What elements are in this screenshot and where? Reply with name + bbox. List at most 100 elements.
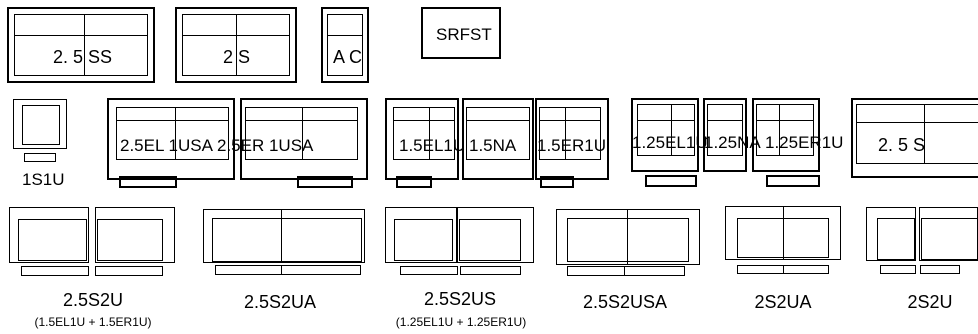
ottoman — [215, 265, 361, 275]
sofa-outer — [107, 98, 235, 180]
sofa-back-line — [466, 120, 530, 121]
caption-2s2ua: 2S2UA — [754, 292, 812, 312]
chair-outer — [13, 99, 67, 149]
label-1s1u: 1S1U — [22, 170, 65, 189]
label-1-25er1u: 1.25ER1U — [765, 133, 844, 152]
sofa-ac-label: A C — [333, 47, 363, 67]
sub-caption-2-5s2us: (1.25EL1U + 1.25ER1U) — [395, 315, 527, 329]
caption-2-5s2ua: 2.5S2UA — [243, 292, 317, 312]
ottoman-divider — [783, 265, 784, 274]
sofa-divider — [302, 107, 303, 160]
ottoman-left — [880, 265, 916, 274]
ottoman — [645, 175, 697, 187]
ottoman — [766, 175, 820, 187]
unit-right-seat — [459, 219, 521, 261]
sofa-divider — [627, 209, 628, 265]
label-1-5na: 1.5NA — [469, 136, 517, 155]
sofa-outer — [556, 209, 700, 265]
label-2-5el1usa: 2.5EL 1USA — [120, 136, 213, 155]
label-1-5el1u: 1.5EL1U — [399, 136, 466, 155]
unit-left — [866, 207, 916, 261]
ottoman — [119, 176, 177, 188]
unit-right — [457, 207, 534, 263]
sofa-divider — [924, 104, 925, 164]
sofa-seat — [637, 104, 695, 156]
sofa-back-line — [393, 120, 455, 121]
ottoman — [396, 176, 432, 188]
sofa-seat — [212, 218, 362, 262]
label-1-5er1u: 1.5ER1U — [537, 136, 606, 155]
sofa-divider — [84, 14, 85, 76]
sofa-seat — [539, 107, 601, 160]
sofa-back-line — [14, 35, 148, 36]
caption-2-5s2u: 2.5S2U — [62, 290, 124, 310]
caption-2-5s2us: 2.5S2US — [423, 289, 497, 309]
label-2-5er1usa: 2.5ER 1USA — [217, 136, 314, 155]
ottoman — [540, 176, 574, 188]
unit-left-seat — [394, 219, 453, 261]
unit-right-seat — [921, 218, 978, 260]
sofa-back-line — [245, 120, 358, 121]
sofa-2-5ss-label: 2. 5 SS — [53, 47, 113, 67]
sofa-seat — [756, 104, 814, 156]
unit-right-seat — [97, 219, 163, 261]
sofa-outer — [7, 7, 155, 83]
sofa-seat — [327, 14, 363, 76]
sofa-divider — [671, 104, 672, 156]
sofa-outer — [462, 98, 534, 180]
sofa-divider — [236, 14, 237, 76]
ottoman-left — [400, 266, 458, 275]
sofa-divider — [281, 209, 282, 263]
sofa-back-line — [539, 120, 601, 121]
sofa-back-line — [707, 120, 743, 121]
srfst-label: SRFST — [436, 25, 492, 44]
caption-2s2u: 2S2U — [907, 292, 953, 312]
sofa-back-line — [327, 35, 363, 36]
chair-seat — [22, 105, 60, 145]
sofa-divider — [779, 104, 780, 156]
sofa-outer — [851, 98, 978, 178]
sofa-back-line — [637, 120, 695, 121]
sofa-seat — [707, 104, 743, 156]
sofa-seat — [567, 218, 689, 262]
caption-2-5s2usa: 2.5S2USA — [582, 292, 668, 312]
sofa-seat — [393, 107, 455, 160]
sub-caption-2-5s2u: (1.5EL1U + 1.5ER1U) — [34, 315, 152, 329]
sofa-back-line — [756, 120, 814, 121]
ottoman-left — [21, 266, 89, 276]
sofa-seat — [245, 107, 358, 160]
chair-ottoman — [24, 153, 56, 162]
unit-left — [385, 207, 457, 263]
unit-right — [95, 207, 175, 263]
unit-left-seat — [877, 218, 915, 260]
sofa-back-line — [116, 120, 229, 121]
sofa-seat — [14, 14, 148, 76]
label-1-25el1u: 1.25EL1U — [632, 133, 708, 152]
ottoman-divider — [281, 265, 282, 275]
unit-left — [9, 207, 89, 263]
sofa-outer — [203, 209, 365, 263]
sofa-back-line — [856, 122, 978, 123]
srfst-outer — [421, 7, 501, 59]
sofa-divider — [783, 206, 784, 260]
sofa-seat — [856, 104, 978, 164]
sofa-outer — [703, 98, 747, 172]
ottoman-right — [95, 266, 163, 276]
label-2-5s: 2. 5 S — [878, 135, 926, 155]
ottoman — [297, 176, 353, 188]
sofa-outer — [240, 98, 368, 180]
sofa-divider — [175, 107, 176, 160]
sofa-outer — [175, 7, 297, 83]
sofa-divider — [429, 107, 430, 160]
unit-left-seat — [18, 219, 87, 261]
sofa-seat — [466, 107, 530, 160]
sofa-outer — [385, 98, 459, 180]
sofa-outer — [631, 98, 699, 172]
ottoman-right — [460, 266, 521, 275]
sofa-2s-label: 2 S — [223, 47, 251, 67]
sofa-outer — [752, 98, 820, 172]
ottoman — [567, 266, 685, 276]
sofa-outer — [321, 7, 369, 83]
ottoman-divider — [624, 266, 625, 276]
